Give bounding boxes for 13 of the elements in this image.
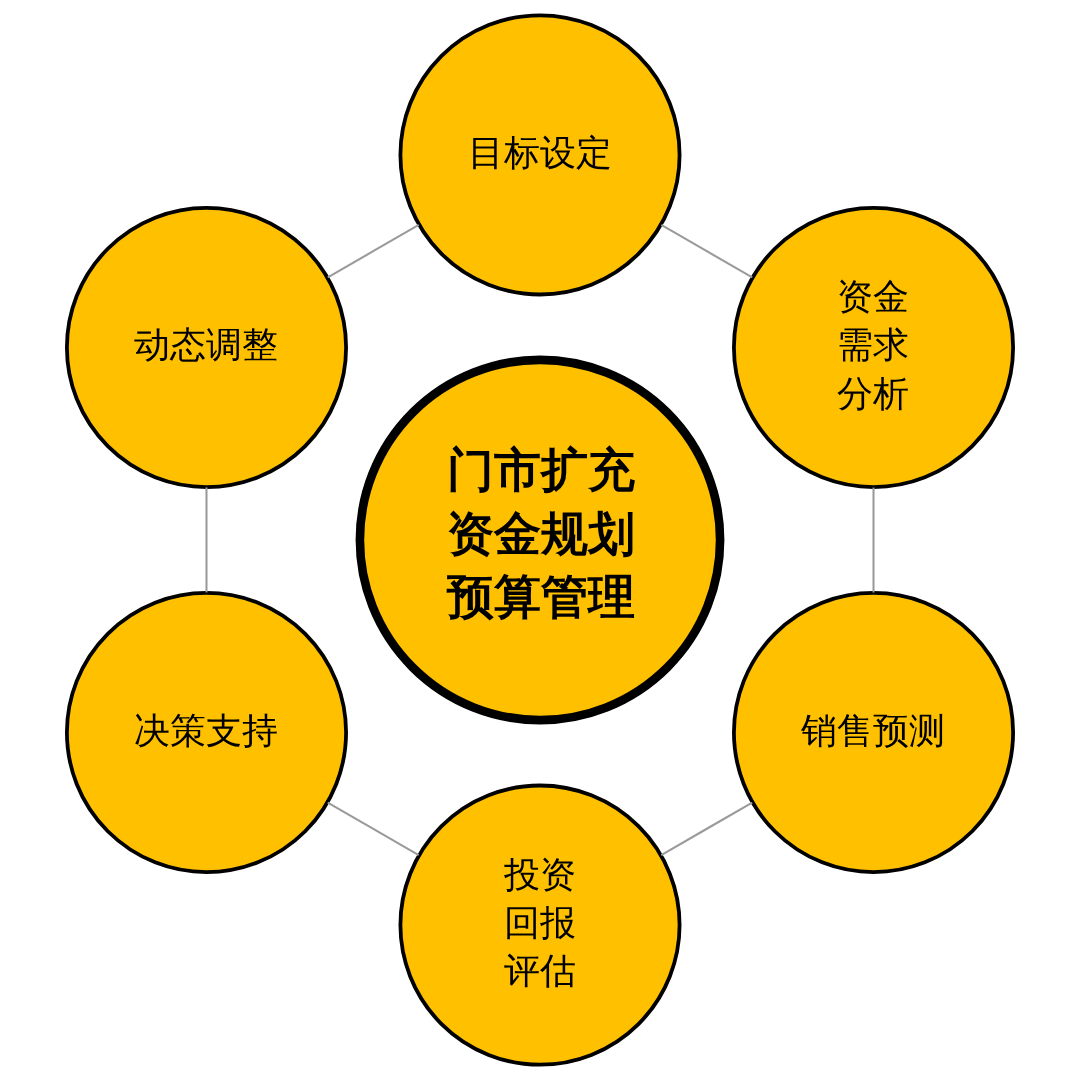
connector — [205, 487, 208, 593]
node-circle: 决策支持 — [65, 591, 348, 875]
connector — [660, 801, 753, 856]
node-circle: 投资回报评估 — [398, 783, 682, 1067]
node-circle: 销售预测 — [732, 591, 1015, 875]
connector — [327, 224, 420, 279]
node-circle: 资金需求分析 — [732, 205, 1015, 489]
connector — [872, 487, 875, 593]
node-circle: 目标设定 — [398, 13, 682, 297]
connector — [327, 801, 420, 856]
node-circle: 动态调整 — [65, 205, 348, 489]
connector — [660, 224, 753, 279]
node-circle: 门市扩充资金规划预算管理 — [355, 355, 725, 725]
